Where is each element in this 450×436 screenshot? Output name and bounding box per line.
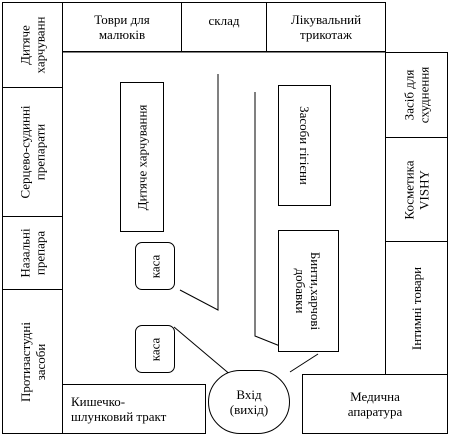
till-1-label: каса — [147, 254, 163, 278]
section-intimate-label: Інтимні товари — [409, 266, 424, 350]
shelf-baby-food-label: Дитяче харчування — [134, 104, 150, 210]
till-2-label: каса — [147, 337, 163, 361]
entrance-exit: Вхід(вихід) — [208, 370, 290, 434]
section-baby-food-left-line1: Дитяче — [17, 25, 33, 65]
section-knitwear-line1: Лікувальний — [290, 12, 362, 27]
section-medical-line2: апаратура — [347, 404, 403, 419]
entrance-connector-left — [173, 326, 233, 377]
section-nasal-line2: препара — [32, 230, 48, 276]
section-baby-food-left-line2: харчуванн — [32, 16, 48, 74]
section-cold-line2: засоби — [32, 343, 48, 380]
section-knitwear-line2: трикотаж — [300, 27, 352, 42]
section-gi-line1: Кишечко- — [71, 394, 126, 409]
shelf-hygiene: Засоби гігієни — [278, 85, 331, 206]
section-medical-line1: Медична — [350, 389, 400, 404]
section-gi-tract: Кишечко-шлунковий тракт — [62, 384, 206, 434]
entrance-line2: (вихід) — [229, 402, 269, 417]
aisle-line-1 — [179, 74, 219, 311]
section-intimate: Інтимні товари — [385, 241, 448, 375]
section-cold-line1: Протизастудні — [17, 321, 33, 402]
section-cosmetics-line2: VISHY — [416, 169, 432, 210]
till-1: каса — [135, 242, 175, 290]
section-warehouse-label: склад — [208, 13, 240, 28]
shelf-baby-food: Дитяче харчування — [120, 82, 164, 232]
section-cardio-line1: Серцево-судинні — [17, 105, 33, 199]
section-cardio-line2: препарати — [32, 123, 48, 181]
shelf-hygiene-label: Засоби гігієни — [297, 106, 313, 185]
section-toys-line1: Товри для — [94, 12, 150, 27]
section-slimming-line2: схуднення — [416, 66, 432, 124]
till-2: каса — [135, 325, 175, 373]
section-cosmetics-line1: Косметика — [401, 159, 417, 220]
shelf-bandages-line2: добавки — [293, 268, 309, 314]
section-nasal-line1: Назальні — [17, 228, 33, 278]
section-warehouse: склад — [181, 2, 267, 52]
section-gi-line2: шлунковий тракт — [71, 409, 167, 424]
entrance-line1: Вхід — [236, 387, 262, 402]
section-toys-line2: малюків — [98, 27, 146, 42]
section-slimming-line1: Засіб для — [401, 69, 417, 121]
entrance-connector-right — [289, 353, 319, 373]
shelf-bandages-line1: Бинти,харчові — [308, 251, 324, 331]
